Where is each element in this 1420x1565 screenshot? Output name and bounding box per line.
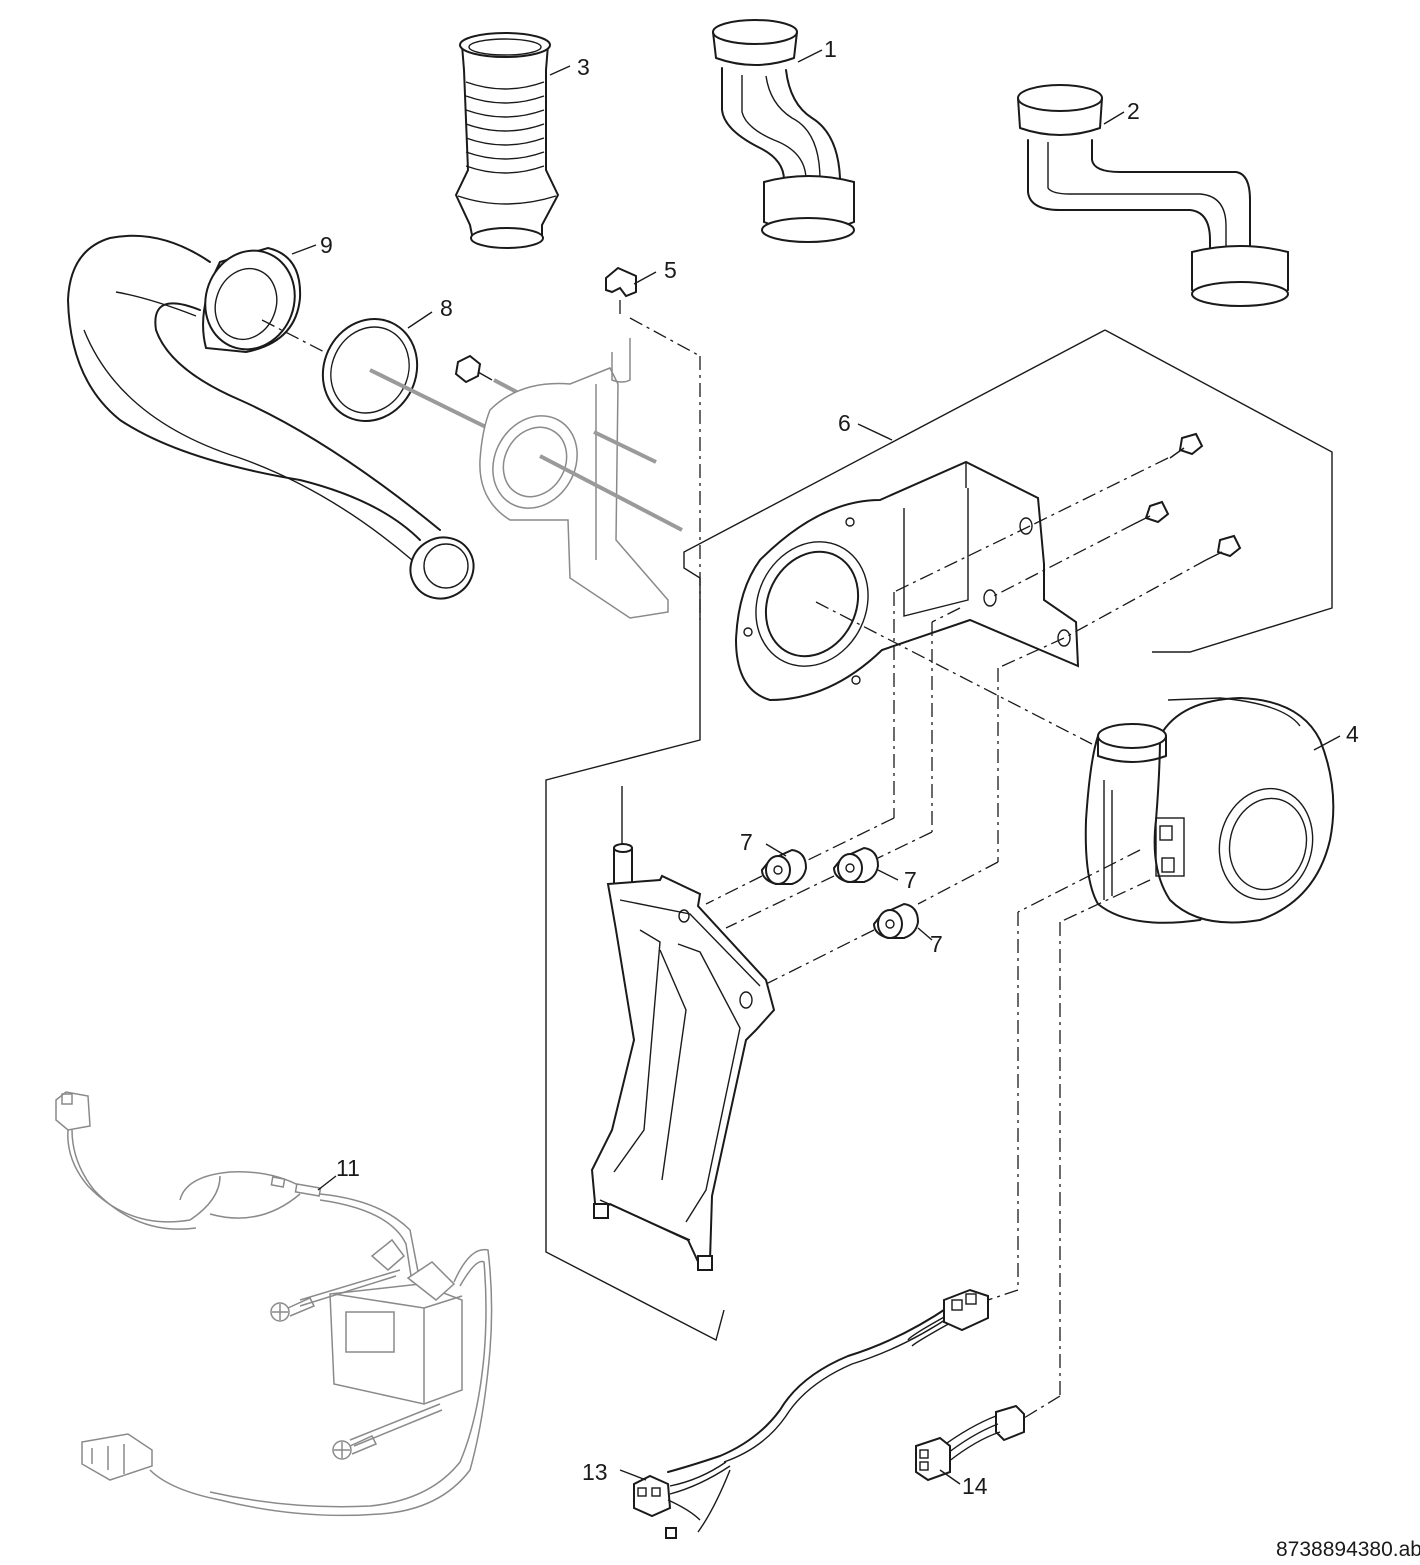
part-7-rubber-bushing [760,848,808,885]
screw-icon [1133,500,1170,525]
part-1-s-bend-tube [712,19,855,243]
callout-14: 14 [962,1473,988,1499]
screw-icon [270,1297,316,1322]
callout-7-upper-right: 7 [904,867,917,893]
screw-icon [454,354,493,384]
callout-5: 5 [664,257,677,283]
part-11-ignition-unit-with-cable [55,1091,493,1517]
part-3-corrugated-tube [454,32,560,249]
part-6-assembly-outline [545,329,1333,1342]
callout-13: 13 [582,1459,608,1485]
part-5-clip [605,266,637,298]
callout-8: 8 [440,295,453,321]
part-7-rubber-bushing [832,846,880,883]
part-4-blower-fan [1084,696,1335,924]
callout-6: 6 [838,410,851,436]
part-13-cable-harness [633,1288,989,1539]
part-7-rubber-bushing [872,902,920,939]
callout-4: 4 [1346,721,1359,747]
callout-2: 2 [1127,98,1140,124]
callout-11: 11 [336,1155,360,1181]
screw-icon [1205,534,1242,561]
screw-icon [1169,432,1204,459]
callout-3: 3 [577,54,590,80]
document-id: 8738894380.ab [1276,1538,1420,1561]
ghost-mounting-plate [479,338,669,619]
callout-7-upper-left: 7 [740,829,753,855]
callout-1: 1 [824,36,837,62]
callout-9: 9 [320,232,333,258]
screw-icon [332,1435,378,1460]
part-6-support-bracket [590,786,776,1271]
part-6-fan-mounting-plate [734,460,1080,702]
part-2-double-bend-tube [1017,84,1289,307]
part-9-intake-hose [67,234,475,600]
callout-7-lower: 7 [930,931,943,957]
part-14-short-cable [915,1404,1025,1482]
